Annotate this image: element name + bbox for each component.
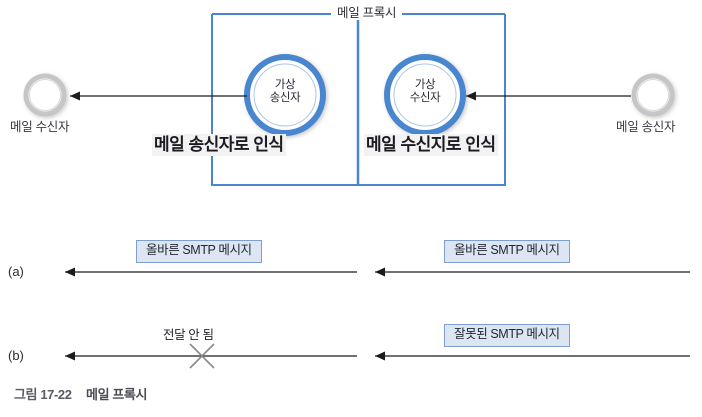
flow-a-right-message-box: 올바른 SMTP 메시지 [444, 240, 570, 263]
figure-caption-title: 메일 프록시 [86, 387, 148, 402]
mail-receiver-node [23, 73, 67, 117]
figure-caption: 그림 17-22 메일 프록시 [14, 384, 147, 403]
flow-a-left-message-box: 올바른 SMTP 메시지 [136, 240, 262, 263]
virtual-receiver-label-line2: 수신자 [409, 92, 441, 105]
mail-sender-label: 메일 송신자 [616, 120, 676, 134]
flow-a-tag: (a) [8, 264, 24, 279]
proxy-left-zone-label: 메일 송신자로 인식 [152, 134, 286, 156]
virtual-receiver-label-line1: 가상 [414, 79, 436, 91]
blocked-x-icon [189, 343, 215, 369]
flow-b-drop-note: 전달 안 됨 [163, 328, 214, 342]
figure-caption-number: 그림 17-22 [14, 387, 72, 402]
flow-b-tag: (b) [8, 348, 24, 363]
flow-b-right-message-box: 잘못된 SMTP 메시지 [444, 324, 570, 347]
virtual-sender-label-line1: 가상 [274, 79, 296, 91]
mail-sender-node [631, 73, 675, 117]
proxy-right-zone-label: 메일 수신지로 인식 [364, 134, 498, 156]
virtual-receiver-node [384, 54, 466, 136]
proxy-title: 메일 프록시 [331, 6, 403, 21]
virtual-sender-label-line2: 송신자 [269, 92, 301, 105]
virtual-sender-node [244, 54, 326, 136]
mail-receiver-label: 메일 수신자 [10, 120, 70, 134]
